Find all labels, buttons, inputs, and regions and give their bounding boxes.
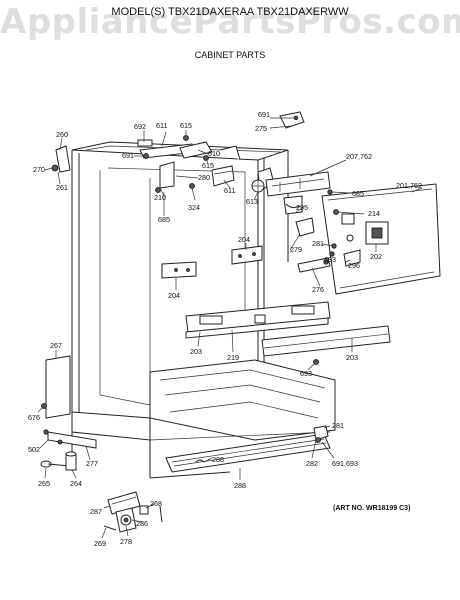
callout-label: 267 — [50, 341, 62, 350]
callout-label: 277 — [86, 459, 98, 468]
divider-rails — [185, 301, 391, 365]
callout-label: 210 — [154, 193, 166, 202]
callout-label: 691 — [122, 151, 134, 160]
callout-label: 692 — [134, 122, 146, 131]
shelf-supports — [161, 245, 263, 279]
callout-label: 270 — [33, 165, 45, 174]
callout-label: 219 — [227, 353, 239, 362]
callout-label: 280 — [198, 173, 210, 182]
callout-label: 685 — [352, 189, 364, 198]
callout-label: 693 — [324, 255, 336, 264]
callout-label: 203 — [190, 347, 202, 356]
top-hinge-assembly — [51, 111, 305, 193]
callout-label: 613 — [246, 197, 258, 206]
callout-label: 204 — [238, 235, 250, 244]
callout-label: 615 — [180, 121, 192, 130]
art-number: (ART NO. WR18199 C3) — [333, 505, 411, 512]
callout-label: 610 — [208, 149, 220, 158]
callout-label: 281 — [332, 421, 344, 430]
callout-labels: 691 275 692 611 615 260 691 610 280 207,… — [28, 110, 422, 548]
callout-label: 691,693 — [332, 459, 358, 468]
callout-label: 676 — [28, 413, 40, 422]
callout-label: 264 — [70, 479, 82, 488]
side-panel — [41, 355, 71, 419]
callout-label: 260 — [56, 130, 68, 139]
callout-label: 502 — [28, 445, 40, 454]
callout-label: 261 — [56, 183, 68, 192]
callout-label: 615 — [202, 161, 214, 170]
callout-label: 693 — [300, 369, 312, 378]
callout-label: 265 — [38, 479, 50, 488]
callout-label: 288 — [212, 455, 224, 464]
callout-label: 278 — [120, 537, 132, 546]
callout-label: 275 — [255, 124, 267, 133]
section-title: CABINET PARTS — [194, 50, 266, 60]
callout-label: 685 — [158, 215, 170, 224]
callout-label: 324 — [188, 203, 200, 212]
callout-label: 207,762 — [346, 152, 372, 161]
callout-label: 288 — [234, 481, 246, 490]
callout-label: 214 — [368, 209, 380, 218]
callout-label: 281 — [312, 239, 324, 248]
callout-label: 204 — [168, 291, 180, 300]
leader-lines — [37, 117, 423, 539]
control-board-panel — [295, 183, 441, 295]
callout-label: 282 — [306, 459, 318, 468]
watermark: AppliancePartsPros.com — [0, 2, 460, 42]
callout-label: 611 — [224, 186, 235, 195]
callout-label: 268 — [150, 499, 162, 508]
callout-label: 269 — [94, 539, 106, 548]
callout-label: 279 — [290, 245, 302, 254]
callout-label: 276 — [312, 285, 324, 294]
callout-label: 203 — [346, 353, 358, 362]
callout-label: 201,762 — [396, 181, 422, 190]
callout-label: 202 — [370, 252, 382, 261]
base-parts — [40, 425, 331, 533]
callout-label: 691 — [258, 110, 270, 119]
callout-label: 295 — [296, 203, 308, 212]
callout-label: 611 — [156, 121, 167, 130]
model-title: MODEL(S) TBX21DAXERAA TBX21DAXERWW — [111, 6, 349, 18]
callout-label: 286 — [136, 519, 148, 528]
callout-label: 287 — [90, 507, 102, 516]
callout-label: 296 — [348, 261, 360, 270]
